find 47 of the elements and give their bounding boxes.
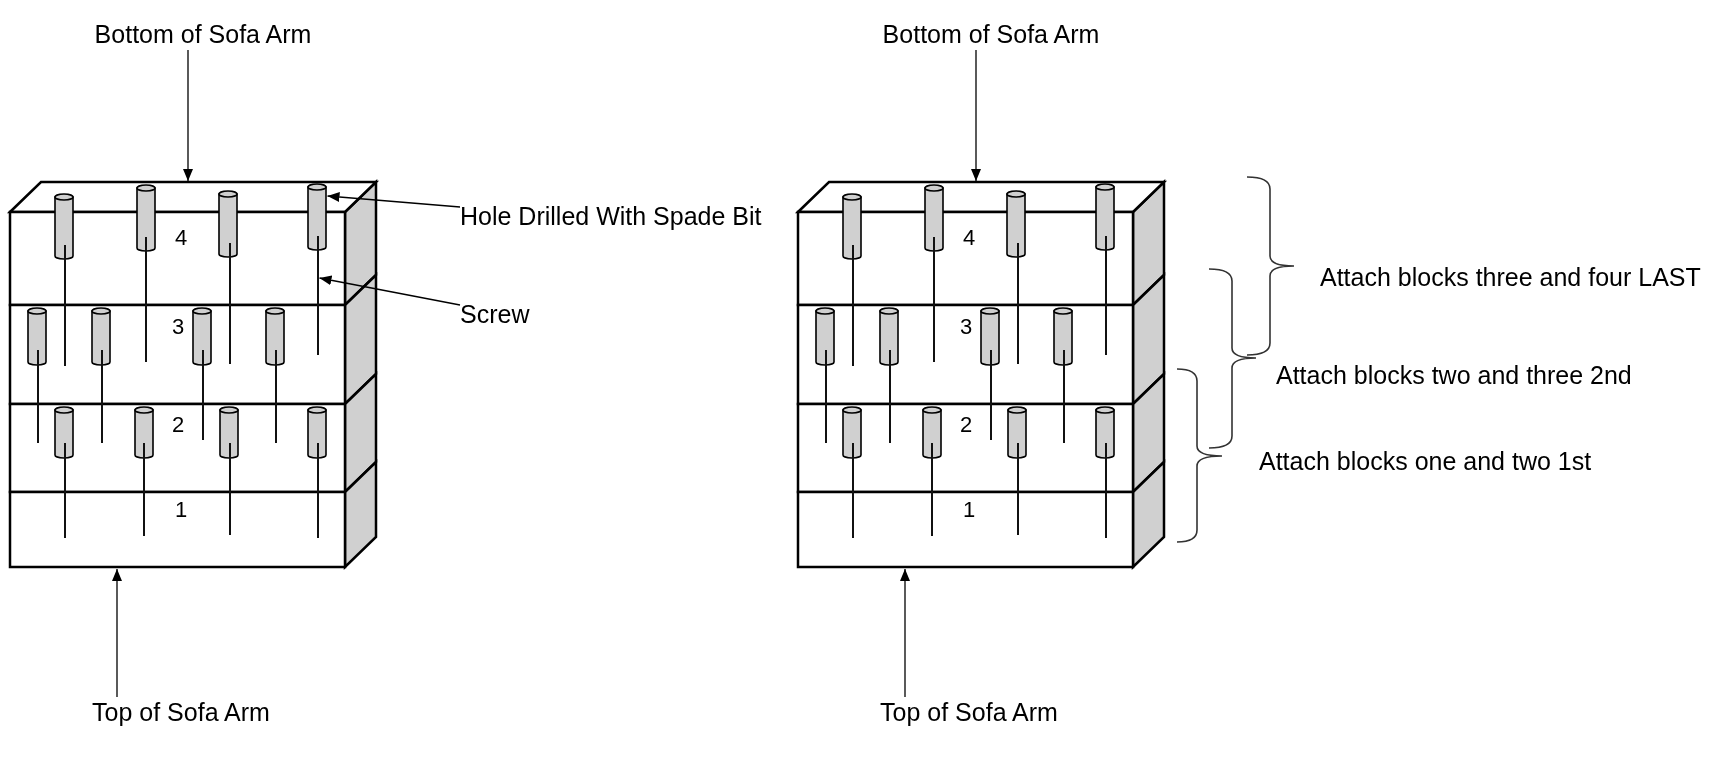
step-note: Attach blocks two and three 2nd: [1276, 360, 1632, 390]
callout-label: Top of Sofa Arm: [92, 697, 270, 727]
block-number: 2: [959, 413, 973, 437]
drilled-hole: [265, 307, 285, 366]
drilled-hole: [136, 184, 156, 252]
callout-label: Bottom of Sofa Arm: [94, 19, 312, 49]
drilled-hole: [134, 406, 154, 459]
block-number: 4: [962, 226, 976, 250]
drilled-hole: [980, 307, 1000, 366]
drilled-hole: [842, 406, 862, 459]
step-note: Attach blocks one and two 1st: [1259, 446, 1592, 476]
block-number: 1: [962, 498, 976, 522]
arrow: [326, 192, 461, 208]
block-number: 2: [171, 413, 185, 437]
drilled-hole: [192, 307, 212, 366]
arrow: [183, 49, 193, 182]
drilled-hole: [91, 307, 111, 366]
drilled-hole: [1053, 307, 1073, 366]
drilled-hole: [307, 406, 327, 459]
drilled-hole: [1095, 183, 1115, 251]
drilled-hole: [307, 183, 327, 251]
block-number: 3: [959, 315, 973, 339]
block-number: 4: [174, 226, 188, 250]
callout-label: Screw: [460, 299, 530, 329]
drilled-hole: [815, 307, 835, 366]
callout-label: Top of Sofa Arm: [880, 697, 1058, 727]
drilled-hole: [1095, 406, 1115, 459]
drilled-hole: [1006, 190, 1026, 258]
drilled-hole: [27, 307, 47, 366]
block-number: 1: [174, 498, 188, 522]
drilled-hole: [924, 184, 944, 252]
drilled-hole: [922, 406, 942, 459]
drilled-hole: [218, 190, 238, 258]
drilled-hole: [1007, 406, 1027, 459]
callout-label: Bottom of Sofa Arm: [882, 19, 1100, 49]
callout-label: Hole Drilled With Spade Bit: [460, 201, 762, 231]
block-number: 3: [171, 315, 185, 339]
drilled-hole: [54, 193, 74, 260]
drilled-hole: [219, 406, 239, 459]
step-note: Attach blocks three and four LAST: [1320, 262, 1701, 292]
arrow: [112, 568, 122, 698]
drilled-hole: [54, 406, 74, 459]
arrow: [900, 568, 910, 698]
arrow: [318, 275, 461, 306]
arrow: [971, 49, 981, 182]
drilled-hole: [842, 193, 862, 260]
drilled-hole: [879, 307, 899, 366]
